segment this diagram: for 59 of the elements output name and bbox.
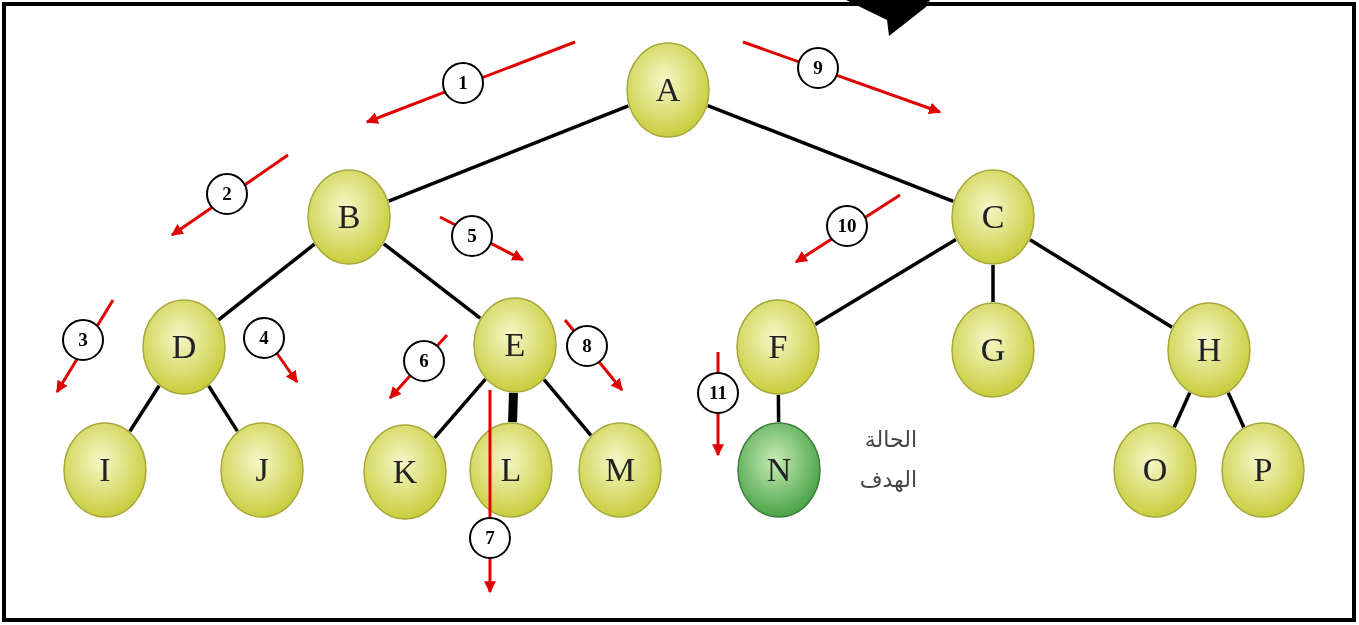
connector-line xyxy=(814,237,957,327)
callout-number: 3 xyxy=(62,319,104,361)
callout-number: 6 xyxy=(403,340,445,382)
callout-number: 11 xyxy=(697,372,739,414)
connector-line xyxy=(707,103,954,204)
callout-number: 9 xyxy=(797,47,839,89)
connector-line xyxy=(1226,391,1246,429)
node-letter: H xyxy=(1195,330,1223,370)
callout-number: 10 xyxy=(826,205,868,247)
node-letter: O xyxy=(1141,450,1169,490)
tree-node xyxy=(951,169,1035,265)
connector-line xyxy=(776,395,781,422)
tree-node xyxy=(363,424,447,520)
node-letter: J xyxy=(254,450,270,490)
node-letter: N xyxy=(765,450,793,490)
node-letter: M xyxy=(603,450,637,490)
node-letter: P xyxy=(1252,450,1274,490)
node-letter: B xyxy=(336,197,362,237)
callout-number: 1 xyxy=(442,62,484,104)
connector-line xyxy=(508,392,518,423)
connector-line xyxy=(1172,391,1192,429)
tree-node xyxy=(469,422,553,518)
connector-line xyxy=(433,377,487,440)
tree-node xyxy=(1113,422,1197,518)
tree-node xyxy=(142,299,226,395)
callout-number: 5 xyxy=(451,215,493,257)
callout-number: 7 xyxy=(469,517,511,559)
goal-node xyxy=(737,422,821,518)
node-letter: A xyxy=(654,70,682,110)
connector-line xyxy=(382,242,482,320)
callout-number: 8 xyxy=(566,325,608,367)
connector-line xyxy=(1029,238,1173,329)
tree-node xyxy=(1221,422,1305,518)
tree-node xyxy=(63,422,147,518)
connector-line xyxy=(207,384,239,433)
node-letter: C xyxy=(980,197,1006,237)
callout-number: 2 xyxy=(206,173,248,215)
connector-line xyxy=(128,384,161,433)
node-letter: G xyxy=(979,330,1007,370)
callout-number: 4 xyxy=(243,317,285,359)
node-letter: I xyxy=(98,450,112,490)
tree-node xyxy=(473,297,557,393)
node-letter: E xyxy=(503,325,527,365)
connector-line xyxy=(388,104,629,203)
goal-state-caption: الحالة الهدف xyxy=(858,426,917,494)
node-letter: F xyxy=(767,327,789,367)
tree-node xyxy=(307,169,391,265)
connector-line xyxy=(217,242,316,322)
tree-node xyxy=(951,302,1035,398)
connector-line xyxy=(542,378,593,437)
tree-node xyxy=(578,422,662,518)
tree-node xyxy=(736,299,820,395)
tree-node xyxy=(1167,302,1251,398)
node-letter: L xyxy=(499,450,523,490)
connector-line xyxy=(991,265,995,302)
node-letter: D xyxy=(170,327,198,367)
tree-node xyxy=(626,42,710,138)
node-letter: K xyxy=(391,452,419,492)
tree-node xyxy=(220,422,304,518)
